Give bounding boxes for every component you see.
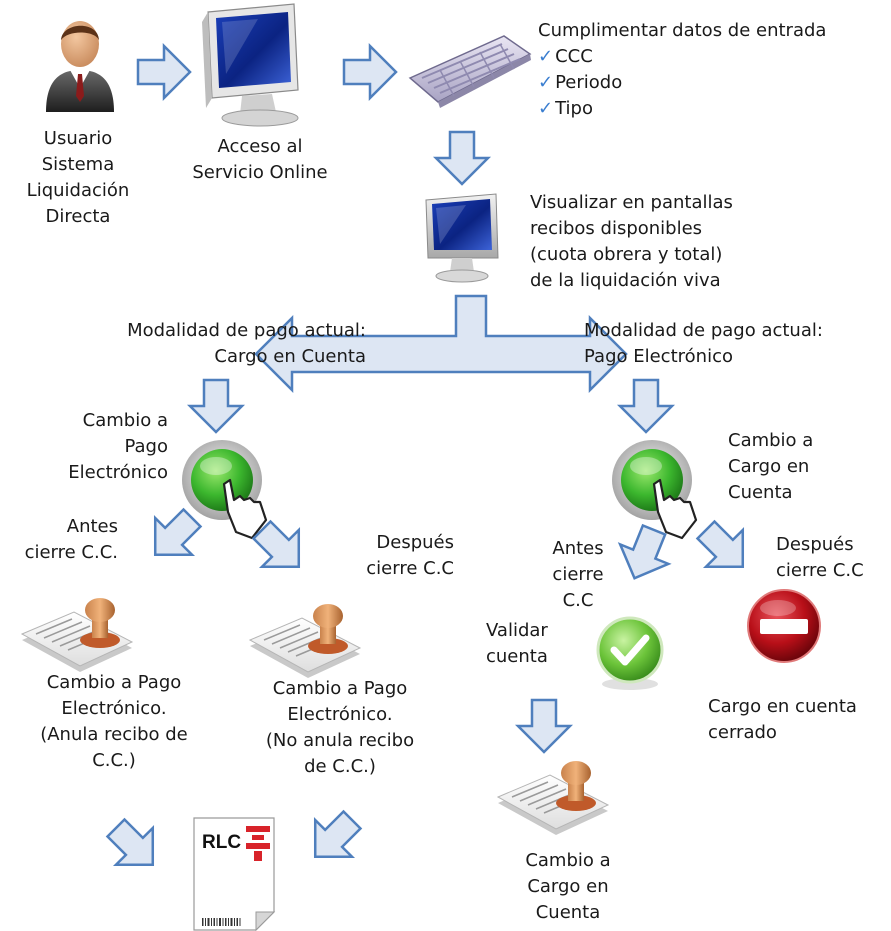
input-title: Cumplimentar datos de entrada: [538, 20, 827, 41]
check-icon: ✓: [538, 72, 554, 93]
view-label: Visualizar en pantallas recibos disponib…: [530, 192, 733, 291]
right-result-label: Cambio a Cargo en Cuenta: [525, 850, 611, 923]
arrow-down: [188, 378, 244, 434]
checklist-item: ✓Tipo: [538, 98, 593, 119]
monitor-icon: [425, 193, 499, 283]
split-arrow: [254, 294, 628, 394]
left-result-after: Cambio a Pago Electrónico. (No anula rec…: [265, 678, 415, 777]
monitor-icon: [202, 3, 299, 127]
checklist-item: ✓CCC: [538, 46, 593, 67]
validate-label: Validar cuenta: [486, 620, 548, 667]
document-stamp-icon: [249, 603, 361, 679]
arrow-down: [434, 130, 490, 186]
arrow-diagonal: [295, 800, 372, 877]
left-mode-label: Modalidad de pago actual: Cargo en Cuent…: [127, 320, 366, 367]
green-button-hand-icon: [182, 440, 268, 540]
green-button-hand-icon: [612, 440, 698, 540]
arrow-down: [618, 378, 674, 434]
arrow-down: [516, 698, 572, 754]
arrow-right: [342, 44, 398, 100]
arrow-right: [136, 44, 192, 100]
input-checklist: ✓CCC ✓Periodo ✓Tipo: [538, 44, 622, 122]
user-icon: [46, 21, 114, 112]
stop-icon: [747, 589, 821, 663]
checkmark-icon: [596, 616, 664, 690]
rlc-document-icon: RLC: [193, 817, 276, 931]
arrow-diagonal: [686, 510, 763, 587]
user-label: Usuario Sistema Liquidación Directa: [26, 128, 130, 227]
document-stamp-icon: [497, 760, 609, 836]
check-icon: ✓: [538, 98, 554, 119]
arrow-diagonal: [96, 808, 173, 885]
right-before-label: Antes cierre C.C: [552, 538, 604, 611]
rlc-label: RLC: [202, 832, 241, 853]
document-stamp-icon: [21, 597, 133, 673]
right-after-label: Después cierre C.C: [776, 534, 864, 581]
left-result-before: Cambio a Pago Electrónico. (Anula recibo…: [40, 672, 188, 771]
right-change-label: Cambio a Cargo en Cuenta: [728, 430, 814, 503]
checklist-item: ✓Periodo: [538, 72, 623, 93]
keyboard-icon: [408, 35, 532, 108]
closed-label: Cargo en cuenta cerrado: [708, 696, 857, 743]
left-after-label: Después cierre C.C: [366, 532, 454, 579]
left-before-label: Antes cierre C.C.: [24, 516, 118, 563]
right-mode-label: Modalidad de pago actual: Pago Electróni…: [584, 320, 823, 367]
check-icon: ✓: [538, 46, 554, 67]
access-label: Acceso al Servicio Online: [192, 136, 328, 183]
left-change-label: Cambio a Pago Electrónico: [68, 410, 168, 483]
